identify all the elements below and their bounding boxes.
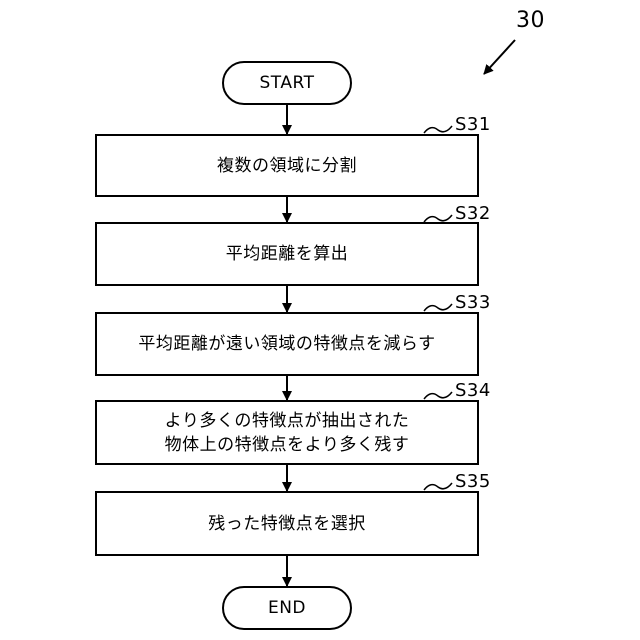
- process-text-s31: 複数の領域に分割: [217, 154, 357, 178]
- figure-ref-arrow: [484, 40, 515, 74]
- process-text-s35: 残った特徴点を選択: [208, 512, 366, 536]
- process-text-s34-line1: より多くの特徴点が抽出された: [165, 409, 410, 433]
- process-text-s32: 平均距離を算出: [226, 242, 349, 266]
- leader-s34: [424, 392, 452, 399]
- start-terminal: START: [222, 61, 352, 105]
- process-box-s32: 平均距離を算出: [95, 222, 479, 286]
- process-text-s33: 平均距離が遠い領域の特徴点を減らす: [138, 332, 435, 356]
- process-box-s34: より多くの特徴点が抽出された 物体上の特徴点をより多く残す: [95, 400, 479, 465]
- process-box-s33: 平均距離が遠い領域の特徴点を減らす: [95, 312, 479, 376]
- process-box-s31: 複数の領域に分割: [95, 134, 479, 197]
- step-id-s35: S35: [455, 471, 491, 492]
- leader-s32: [424, 215, 452, 222]
- step-id-s34: S34: [455, 380, 491, 401]
- start-label: START: [260, 73, 315, 93]
- step-id-s32: S32: [455, 203, 491, 224]
- process-box-s35: 残った特徴点を選択: [95, 491, 479, 556]
- leader-s35: [424, 483, 452, 490]
- step-id-s33: S33: [455, 292, 491, 313]
- process-text-s34-line2: 物体上の特徴点をより多く残す: [165, 433, 410, 457]
- leader-s31: [424, 126, 452, 133]
- step-id-s31: S31: [455, 114, 491, 135]
- end-label: END: [268, 598, 306, 618]
- figure-number: 30: [516, 8, 545, 33]
- end-terminal: END: [222, 586, 352, 630]
- leader-s33: [424, 304, 452, 311]
